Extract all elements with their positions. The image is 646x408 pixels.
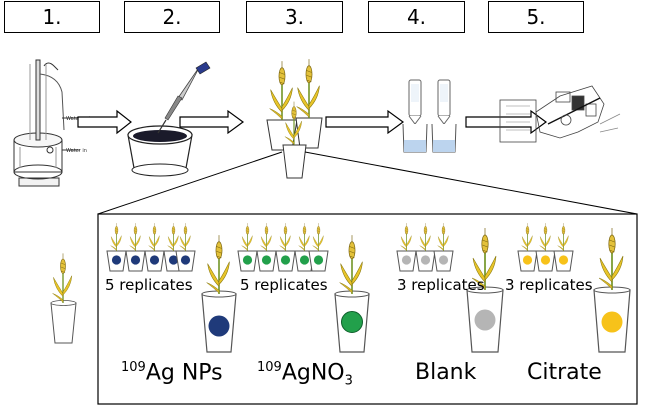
group-1-pot-dot bbox=[149, 255, 160, 265]
group-3-pot-dot bbox=[438, 255, 449, 265]
zoom-line-left bbox=[97, 151, 283, 215]
step-5-box: 5. bbox=[488, 1, 584, 33]
group-4-replicates-label: 3 replicates bbox=[505, 276, 593, 294]
group-3-treatment-label: Blank bbox=[415, 360, 476, 385]
group-1-pot-dot bbox=[180, 255, 191, 265]
step-1-box: 1. bbox=[4, 1, 100, 33]
step-3-box: 3. bbox=[246, 1, 343, 33]
group-4-name: Citrate bbox=[527, 360, 602, 385]
group-2-isotope: 109 bbox=[257, 360, 282, 375]
step-4-label: 4. bbox=[406, 5, 427, 29]
step-5-label: 5. bbox=[526, 5, 546, 29]
group-3-replicates-label: 3 replicates bbox=[397, 276, 485, 294]
group-4-pot-dot bbox=[522, 255, 533, 265]
distillation-apparatus-icon bbox=[13, 59, 82, 187]
group-2-pot-dot bbox=[261, 255, 272, 265]
group-1-color-dot bbox=[208, 315, 230, 337]
group-4-pot-dot bbox=[558, 255, 569, 265]
group-2-pot-dot bbox=[313, 255, 324, 265]
arrow-3-icon bbox=[325, 109, 405, 135]
group-2-name: AgNO bbox=[281, 360, 345, 386]
group-2-big-pot bbox=[334, 234, 370, 353]
arrow-1-icon bbox=[77, 109, 132, 135]
instrument-schematic-icon bbox=[499, 85, 621, 143]
group-2-replicates-label: 5 replicates bbox=[240, 276, 328, 294]
group-4-big-pot bbox=[593, 227, 631, 353]
group-3-name: Blank bbox=[415, 360, 477, 385]
filter-tubes-icon bbox=[402, 79, 457, 153]
plant-pots-icon bbox=[266, 58, 323, 179]
group-2-treatment-label: 109AgNO3 bbox=[257, 360, 353, 389]
group-2-pot-dot bbox=[242, 255, 253, 265]
group-2-pot-dot bbox=[280, 255, 291, 265]
water-in-text: Water in bbox=[66, 148, 87, 154]
group-2-replicate-pots bbox=[237, 222, 329, 272]
group-1-name: Ag NPs bbox=[145, 360, 223, 386]
group-4-replicate-pots bbox=[517, 222, 574, 272]
group-1-isotope: 109 bbox=[121, 360, 146, 375]
arrow-2-icon bbox=[179, 109, 245, 135]
group-3-replicate-pots bbox=[396, 222, 454, 272]
step-4-box: 4. bbox=[368, 1, 465, 33]
single-plant-icon bbox=[50, 252, 77, 344]
group-1-big-pot bbox=[201, 234, 237, 353]
step-1-label: 1. bbox=[42, 5, 62, 29]
group-4-treatment-label: Citrate bbox=[527, 360, 602, 385]
group-2-color-dot bbox=[341, 311, 363, 333]
group-2-subscript: 3 bbox=[344, 373, 353, 389]
group-1-treatment-label: 109Ag NPs bbox=[121, 360, 223, 385]
step-2-label: 2. bbox=[162, 5, 182, 29]
step-2-box: 2. bbox=[124, 1, 220, 33]
group-3-pot-dot bbox=[420, 255, 431, 265]
group-4-pot-dot bbox=[540, 255, 551, 265]
group-3-big-pot bbox=[466, 227, 504, 353]
group-1-pot-dot bbox=[168, 255, 179, 265]
group-1-replicate-pots bbox=[106, 222, 196, 272]
group-2-pot-dot bbox=[299, 255, 310, 265]
group-3-pot-dot bbox=[401, 255, 412, 265]
group-4-color-dot bbox=[601, 311, 623, 333]
group-1-pot-dot bbox=[111, 255, 122, 265]
group-1-replicates-label: 5 replicates bbox=[105, 276, 193, 294]
group-1-pot-dot bbox=[130, 255, 141, 265]
pipette-pot-icon bbox=[127, 61, 211, 177]
group-3-color-dot bbox=[474, 309, 496, 331]
step-3-label: 3. bbox=[284, 5, 305, 29]
zoom-line-right bbox=[304, 151, 638, 215]
